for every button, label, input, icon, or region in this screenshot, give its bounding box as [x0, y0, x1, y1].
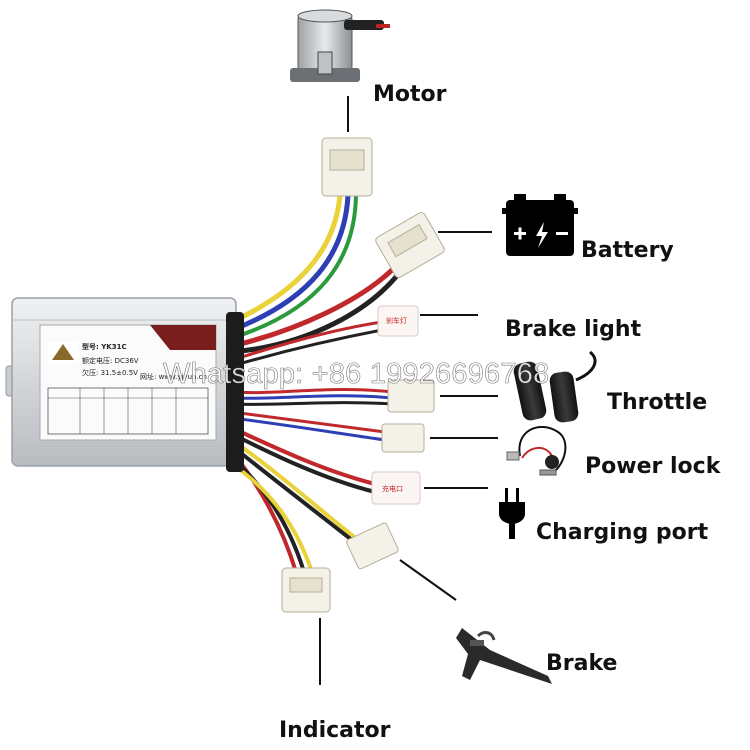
charging-plug-icon	[499, 488, 525, 539]
motor-icon	[290, 9, 390, 82]
controller-rated-voltage: 额定电压: DC36V	[82, 357, 139, 365]
battery-label: Battery	[581, 238, 674, 263]
motor-connector	[321, 137, 373, 197]
brake-light-connector	[377, 305, 419, 337]
battery-icon	[502, 194, 578, 256]
controller-box	[5, 297, 244, 472]
indicator-connector	[281, 567, 331, 613]
charging-tag: 充电口	[382, 485, 403, 493]
brake-label: Brake	[546, 651, 618, 676]
controller-website: 网址: www.yiyun.cn	[140, 373, 207, 381]
motor-label: Motor	[373, 82, 447, 107]
power-lock-icon	[506, 426, 567, 476]
watermark-text: Whatsapp: +86 19926696768	[163, 358, 550, 391]
brake-connector	[346, 522, 399, 570]
charging-port-label: Charging port	[536, 520, 709, 545]
controller-under-voltage: 欠压: 31.5±0.5V	[82, 369, 138, 377]
controller-model: 型号: YK31C	[82, 343, 127, 351]
power-lock-label: Power lock	[585, 454, 721, 479]
brake-light-tag: 刹车灯	[386, 317, 407, 325]
throttle-label: Throttle	[607, 390, 708, 415]
indicator-label: Indicator	[279, 718, 391, 743]
brake-lever-icon	[456, 628, 552, 684]
leader-lines	[319, 96, 498, 685]
charging-connector	[371, 471, 421, 505]
power-lock-connector	[381, 423, 425, 453]
battery-connector	[375, 212, 445, 278]
throttle-icon	[513, 350, 597, 423]
brake-light-label: Brake light	[505, 317, 642, 342]
throttle-connector	[387, 379, 435, 413]
